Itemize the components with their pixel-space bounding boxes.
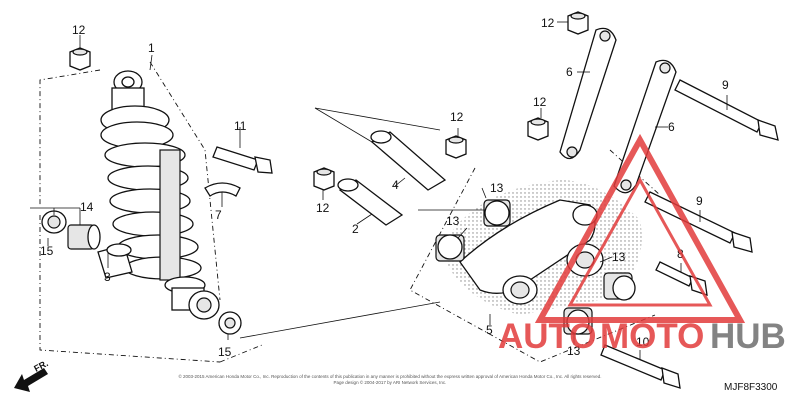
callout-12-top-left: 12 xyxy=(72,23,86,37)
leader-lines xyxy=(30,21,728,360)
link-rod-6-front[interactable] xyxy=(559,27,617,160)
bolt-11[interactable] xyxy=(212,146,273,174)
link-assembly-outline xyxy=(409,149,661,363)
callout-13-b: 13 xyxy=(446,214,460,228)
callout-13-a: 13 xyxy=(490,181,504,195)
callout-15-bottom: 15 xyxy=(218,345,232,359)
bolt-10[interactable] xyxy=(600,344,681,389)
bolt-9-top[interactable] xyxy=(674,79,779,141)
callout-6-bottom: 6 xyxy=(668,120,675,134)
callout-13-d: 13 xyxy=(567,344,581,358)
callout-4: 4 xyxy=(392,178,399,192)
callout-7: 7 xyxy=(215,208,222,222)
nut-top-left[interactable] xyxy=(69,47,91,71)
bearing-13-c[interactable] xyxy=(603,272,636,301)
bearing-13-a[interactable] xyxy=(483,199,511,227)
callout-5: 5 xyxy=(486,323,493,337)
svg-text:MOTO: MOTO xyxy=(600,317,704,356)
front-direction-arrow: FR. xyxy=(14,358,50,392)
watermark-logo: AUTO MOTO HUB xyxy=(498,133,786,356)
shock-assembly-outline xyxy=(39,69,263,363)
bearing-13-b[interactable] xyxy=(435,234,465,262)
callout-12-left: 12 xyxy=(316,201,330,215)
callout-9-top: 9 xyxy=(722,78,729,92)
callout-14: 14 xyxy=(80,200,94,214)
callout-10: 10 xyxy=(636,335,650,349)
bolt-9-middle[interactable] xyxy=(644,191,753,253)
callout-9-middle: 9 xyxy=(696,194,703,208)
callout-12-center: 12 xyxy=(450,110,464,124)
callout-12-right: 12 xyxy=(533,95,547,109)
rear-shock-absorber[interactable] xyxy=(100,70,220,320)
bearing-14[interactable] xyxy=(67,224,101,250)
nut-top[interactable] xyxy=(567,11,589,35)
bushing-15-bottom[interactable] xyxy=(218,311,242,335)
nut-right[interactable] xyxy=(527,117,549,141)
copyright-line-1: © 2003-2015 American Honda Motor Co., In… xyxy=(178,373,601,379)
nut-center[interactable] xyxy=(445,135,467,159)
svg-text:HUB: HUB xyxy=(710,317,786,356)
diagram-code: MJF8F3300 xyxy=(724,382,778,393)
callout-2: 2 xyxy=(352,222,359,236)
bolt-8[interactable] xyxy=(655,261,708,296)
callout-3: 3 xyxy=(104,270,111,284)
svg-text:AUTO: AUTO xyxy=(498,317,597,356)
clip-7[interactable] xyxy=(204,182,241,197)
collar-2[interactable] xyxy=(337,178,404,226)
collar-3[interactable] xyxy=(97,243,133,279)
callout-11: 11 xyxy=(234,119,247,133)
nut-middle-left[interactable] xyxy=(313,167,335,191)
direction-label: FR. xyxy=(32,358,49,374)
callout-1: 1 xyxy=(148,41,155,55)
callout-6-top: 6 xyxy=(566,65,573,79)
copyright-line-2: Page design © 2004-2017 by ARI Network S… xyxy=(334,379,447,385)
callout-15-left: 15 xyxy=(40,244,54,258)
callout-12-top: 12 xyxy=(541,16,555,30)
callout-13-c: 13 xyxy=(612,250,626,264)
collar-4[interactable] xyxy=(370,130,447,191)
